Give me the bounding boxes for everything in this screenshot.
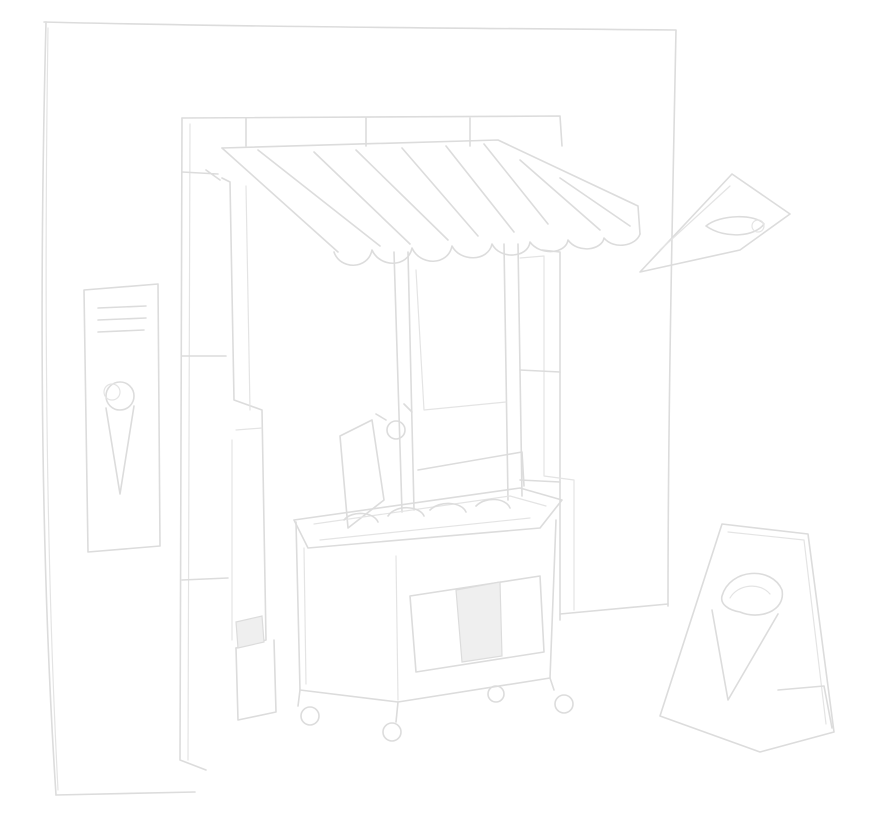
sidewalk-sign [659, 523, 835, 753]
gelato-cart [293, 419, 574, 742]
awning [221, 139, 641, 266]
ice-cream-flag [639, 173, 791, 273]
door-pillar [221, 177, 277, 721]
cart-posts [375, 243, 523, 513]
cart-panel-shade [455, 581, 503, 663]
wall-sign [83, 283, 161, 553]
ice-cream-cone-icon [103, 381, 135, 495]
door-frame [179, 115, 575, 771]
ice-cream-flag-icon [705, 215, 765, 236]
back-wall [41, 21, 677, 796]
ice-cream-sign-icon [711, 572, 784, 701]
